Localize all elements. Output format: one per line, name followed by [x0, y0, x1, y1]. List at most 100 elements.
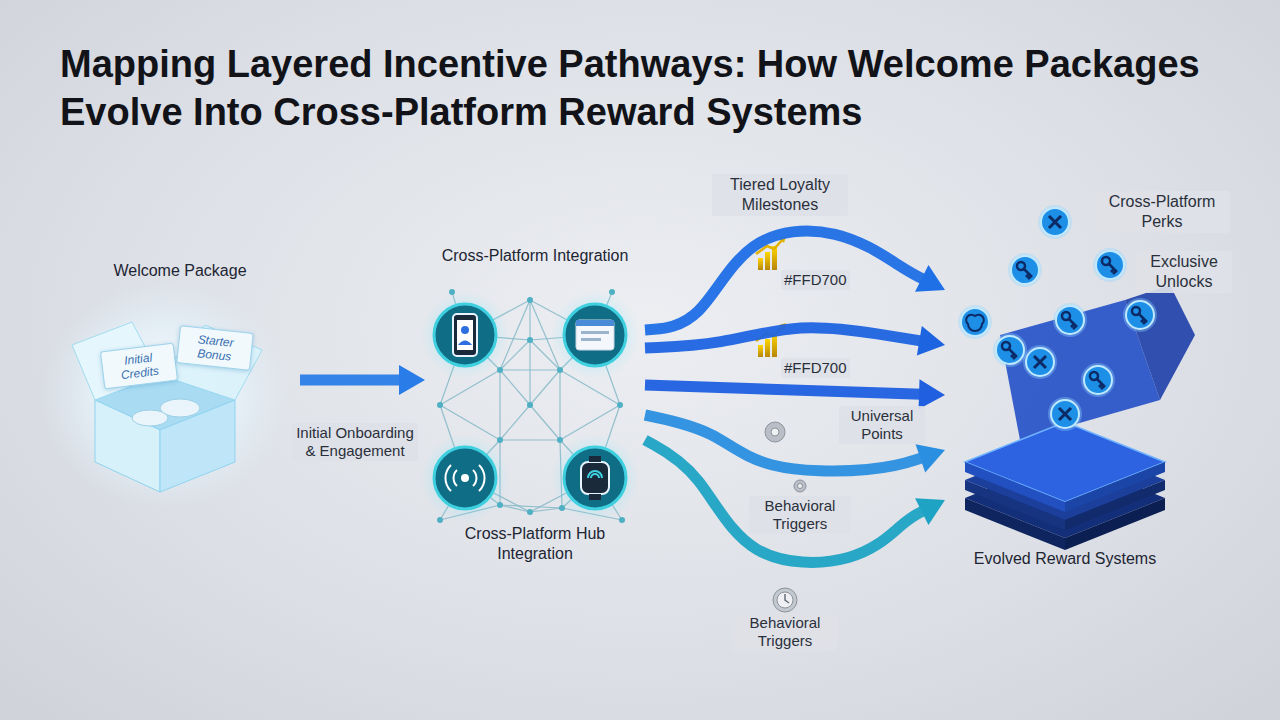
reward-icons	[966, 315, 984, 331]
connector-path	[645, 385, 922, 394]
reward-icons	[1123, 298, 1157, 332]
network-mesh	[437, 402, 443, 408]
device-circles	[564, 304, 626, 366]
network-mesh	[497, 367, 503, 373]
bonus-card: Initial Credits	[100, 343, 178, 390]
reward-icons	[1026, 348, 1054, 376]
flow-connector	[300, 365, 425, 395]
network-mesh	[559, 370, 560, 440]
device-circles	[461, 326, 469, 334]
package-node: Welcome PackageInitial CreditsStarter Bo…	[60, 255, 300, 485]
card-text: Starter Bonus	[184, 331, 247, 365]
reward-platform	[965, 422, 1165, 502]
reward-platform	[1065, 462, 1165, 512]
arrow-head	[915, 498, 945, 525]
arrow-head	[916, 444, 945, 472]
reward-icons	[1049, 216, 1061, 228]
reward-icons	[1041, 208, 1069, 236]
package-illustration	[160, 400, 235, 492]
package-illustration	[40, 280, 290, 510]
edge-label: Initial Onboarding & Engagement	[292, 423, 418, 461]
connector-path	[645, 328, 922, 348]
device-circles	[581, 462, 609, 494]
network-mesh	[437, 517, 443, 523]
gear-icon	[771, 428, 779, 436]
node-title: Cross-Platform Hub Integration	[440, 524, 630, 564]
reward-icons	[1090, 372, 1098, 380]
device-circles	[576, 320, 614, 350]
growth-chart-icon	[758, 258, 763, 270]
clock-gear-icon	[777, 592, 793, 608]
edge-label: Behavioral Triggers	[749, 496, 851, 534]
reward-icons	[1053, 303, 1087, 337]
flow-connector	[645, 440, 945, 562]
reward-icons	[1056, 306, 1084, 334]
reward-icons	[1123, 298, 1157, 332]
reward-icons	[1132, 307, 1140, 315]
network-mesh	[527, 402, 533, 408]
reward-icons	[1011, 256, 1039, 284]
reward-icons	[996, 336, 1024, 364]
reward-icons	[1048, 397, 1082, 431]
device-circles	[434, 304, 496, 366]
perk-label: Exclusive Unlocks	[1136, 251, 1232, 293]
reward-icons	[1038, 205, 1072, 239]
reward-platform	[1000, 300, 1160, 440]
reward-icons	[1017, 262, 1025, 270]
gear-icon	[765, 422, 785, 442]
network-mesh	[499, 370, 500, 440]
clock-gear-icon	[773, 588, 797, 612]
flow-connector	[645, 326, 945, 356]
gear-icon	[765, 422, 785, 442]
network-mesh	[527, 297, 533, 303]
device-circles	[461, 474, 469, 482]
reward-icons	[993, 333, 1027, 367]
reward-icons	[1096, 251, 1124, 279]
edge-label: #FFD700	[781, 358, 850, 378]
reward-icons	[1093, 248, 1127, 282]
device-circles	[421, 291, 509, 379]
package-illustration	[40, 280, 290, 510]
device-circles	[421, 434, 509, 522]
edge-label: Universal Points	[839, 406, 925, 444]
device-circles	[576, 320, 614, 326]
edge-label: Behavioral Triggers	[732, 613, 838, 651]
connector-path	[645, 440, 924, 562]
reward-platform	[1125, 285, 1195, 400]
network-mesh	[530, 405, 560, 440]
edge-label: #FFD700	[781, 270, 850, 290]
network-mesh	[527, 337, 533, 343]
network-mesh	[617, 402, 623, 408]
reward-icons	[1059, 408, 1071, 420]
clock-gear-icon	[773, 588, 797, 612]
reward-icons	[958, 205, 1157, 431]
reward-icons	[1008, 253, 1042, 287]
arrow-head	[399, 365, 425, 395]
network-mesh	[557, 367, 563, 373]
network-mesh	[619, 517, 625, 523]
reward-icons	[1008, 253, 1042, 287]
reward-icons	[1093, 248, 1127, 282]
reward-icons	[1002, 342, 1010, 350]
arrow-head	[917, 326, 945, 356]
network-mesh	[529, 300, 530, 340]
connector-path	[645, 231, 924, 330]
network-mesh	[557, 437, 563, 443]
growth-chart-icon	[765, 339, 770, 357]
gear-icon	[798, 484, 803, 489]
reward-icons	[1084, 366, 1112, 394]
flow-connector	[645, 379, 945, 409]
reward-icons	[958, 305, 992, 339]
reward-platform	[965, 285, 1195, 550]
network-mesh	[500, 505, 562, 508]
gear-icon	[794, 480, 806, 492]
reward-icons	[1034, 356, 1046, 368]
reward-icons	[1126, 301, 1154, 329]
device-circles	[434, 447, 496, 509]
network-mesh	[529, 340, 530, 405]
connector-path	[300, 375, 402, 386]
reward-icons	[1062, 312, 1070, 320]
network-mesh	[530, 508, 562, 512]
device-circles	[589, 494, 601, 500]
